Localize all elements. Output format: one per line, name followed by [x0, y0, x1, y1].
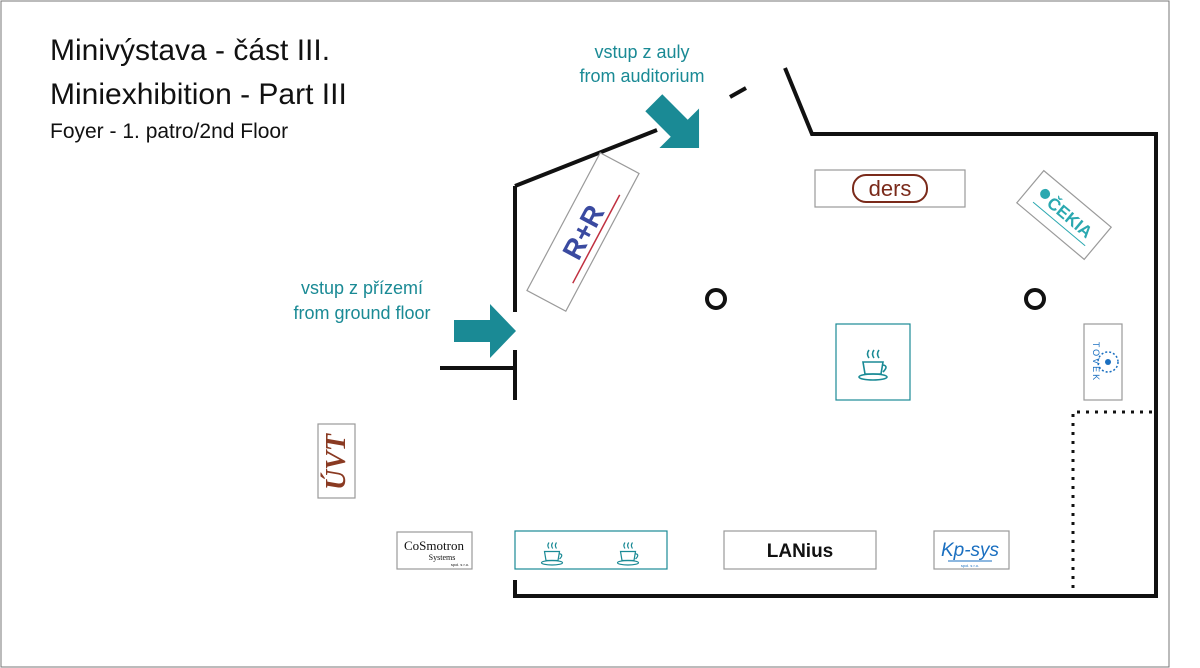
wall-right-room — [515, 67, 1158, 598]
cosmotron-sub: spol. s r.o. — [451, 562, 469, 567]
walls — [440, 67, 1158, 598]
cekia-mark-icon — [1040, 188, 1051, 199]
entrance-auditorium-en: from auditorium — [579, 66, 704, 86]
entrance-ground-cz: vstup z přízemí — [301, 278, 423, 298]
tovek-mark-center — [1105, 359, 1111, 365]
kpsys-logo: Kp-sys — [941, 540, 1000, 561]
coffee-station-main[interactable] — [835, 323, 911, 401]
booth-uvt[interactable]: ÚVT — [317, 423, 356, 499]
uvt-logo: ÚVT — [321, 432, 352, 490]
booth-lanius[interactable]: LANius — [723, 530, 877, 570]
kpsys-sub: spol. s r.o. — [961, 563, 979, 568]
booth-rr[interactable]: R+R — [526, 151, 640, 313]
ders-logo: ders — [869, 176, 912, 201]
coffee-cup-icon — [540, 542, 564, 566]
title-floor: Foyer - 1. patro/2nd Floor — [50, 120, 288, 143]
lanius-logo: LANius — [767, 541, 834, 562]
column-icon — [705, 288, 727, 310]
rr-underline — [572, 194, 621, 284]
booth-cekia[interactable]: ČEKIA — [1015, 169, 1113, 261]
title-english: Miniexhibition - Part III — [50, 78, 347, 111]
entrance-arrow-icon — [645, 94, 700, 149]
cosmotron-logo: CoSmotron — [404, 538, 464, 553]
booth-cosmotron[interactable]: CoSmotron Systems spol. s r.o. — [396, 531, 473, 570]
entrance-auditorium-cz: vstup z auly — [594, 42, 689, 62]
wall-door-stub — [729, 86, 747, 99]
cekia-underline — [1032, 201, 1086, 247]
coffee-station-bottom[interactable] — [514, 530, 668, 570]
entrance-ground-en: from ground floor — [293, 303, 430, 323]
tovek-mark-icon — [1097, 351, 1119, 373]
booth-tovek[interactable]: TOVEK — [1083, 323, 1123, 401]
wall-diagonal — [514, 128, 658, 188]
entrance-arrow-icon — [454, 304, 516, 358]
booth-ders[interactable]: ders — [814, 169, 966, 208]
ders-logo-outline — [852, 174, 928, 203]
booth-kpsys[interactable]: Kp-sys spol. s r.o. — [933, 530, 1010, 570]
coffee-cup-icon — [858, 349, 888, 381]
cosmotron-systems: Systems — [429, 553, 456, 562]
tovek-logo: TOVEK — [1091, 342, 1101, 382]
column-icon — [1024, 288, 1046, 310]
coffee-cup-icon — [616, 542, 640, 566]
title-czech: Minivýstava - část III. — [50, 34, 330, 67]
